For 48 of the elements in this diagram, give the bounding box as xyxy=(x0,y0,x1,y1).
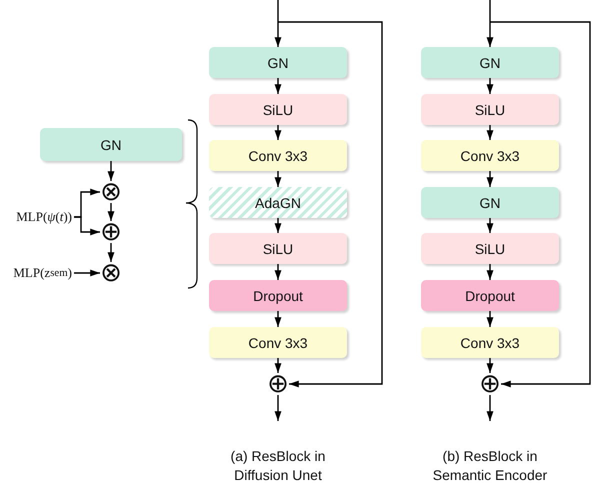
panel-caption: (a) ResBlock in Diffusion Unet xyxy=(230,447,326,483)
conv-block: Conv 3x3 xyxy=(209,140,347,171)
arrow xyxy=(486,218,494,233)
arrow xyxy=(74,216,100,236)
conv-block: Conv 3x3 xyxy=(209,327,347,358)
conv-block: Conv 3x3 xyxy=(421,327,559,358)
arrow xyxy=(274,0,282,47)
group-norm-block: GN xyxy=(209,47,347,78)
arrow xyxy=(486,358,494,373)
arrow xyxy=(486,78,494,94)
arrow xyxy=(108,203,114,221)
arrow xyxy=(108,243,114,262)
group-norm-block: GN xyxy=(40,128,182,161)
arrow xyxy=(486,264,494,280)
dropout-block: Dropout xyxy=(209,280,347,311)
silu-block: SiLU xyxy=(421,94,559,125)
silu-block: SiLU xyxy=(209,233,347,264)
arrow xyxy=(486,311,494,327)
input-label: MLP(ψ(t)) xyxy=(0,208,72,226)
arrow xyxy=(274,264,282,280)
dropout-block: Dropout xyxy=(421,280,559,311)
arrow xyxy=(274,218,282,233)
arrow xyxy=(486,0,494,47)
conv-block: Conv 3x3 xyxy=(421,140,559,171)
arrow xyxy=(274,125,282,140)
arrow xyxy=(274,358,282,373)
group-norm-block: GN xyxy=(421,187,559,218)
operator-symbol: ⊕ xyxy=(479,373,501,395)
arrow xyxy=(486,395,494,421)
arrow xyxy=(274,78,282,94)
operator-symbol: ⊗ xyxy=(100,262,122,284)
panel-caption: (b) ResBlock in Semantic Encoder xyxy=(432,447,548,483)
operator-symbol: ⊕ xyxy=(100,221,122,243)
adagn-block: AdaGN xyxy=(209,187,347,218)
arrow xyxy=(274,311,282,327)
arrow xyxy=(74,270,100,276)
arrow xyxy=(486,171,494,187)
arrow xyxy=(274,395,282,421)
operator-symbol: ⊗ xyxy=(100,181,122,203)
arrow xyxy=(490,21,591,388)
group-norm-block: GN xyxy=(421,47,559,78)
silu-block: SiLU xyxy=(421,233,559,264)
arrow xyxy=(274,171,282,187)
silu-block: SiLU xyxy=(209,94,347,125)
operator-symbol: ⊕ xyxy=(267,373,289,395)
arrow xyxy=(108,161,114,181)
arrow xyxy=(278,21,383,388)
arrow xyxy=(486,125,494,140)
